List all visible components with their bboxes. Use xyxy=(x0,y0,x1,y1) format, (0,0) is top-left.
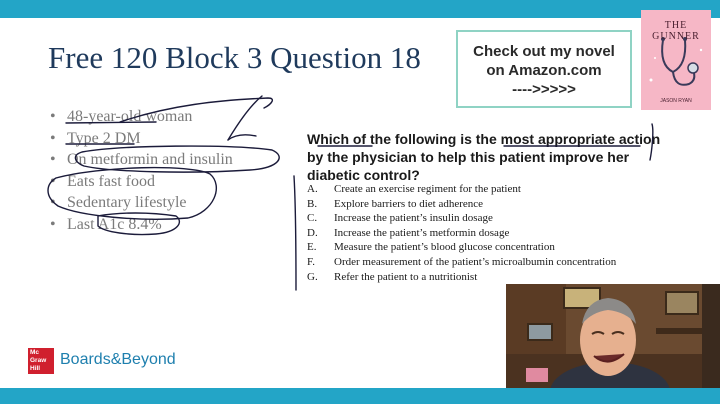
book-author: JASON RYAN xyxy=(660,98,692,104)
choice-letter: A. xyxy=(307,183,318,195)
mark-line: Hill xyxy=(30,365,41,372)
answer-choice[interactable]: F. Order measurement of the patient’s mic… xyxy=(307,255,616,270)
choice-text: Increase the patient’s insulin dosage xyxy=(334,212,493,225)
choice-text: Refer the patient to a nutritionist xyxy=(334,270,478,283)
bullet-text: On metformin and insulin xyxy=(67,151,233,168)
choice-text: Explore barriers to diet adherence xyxy=(334,197,484,210)
choice-text: Measure the patient’s blood glucose conc… xyxy=(334,241,555,254)
bullet-text: Eats fast food xyxy=(67,172,155,190)
choice-text: Order measurement of the patient’s micro… xyxy=(334,255,617,268)
brand-name: Boards&Beyond xyxy=(60,351,176,368)
choice-letter: B. xyxy=(307,197,318,210)
list-item: •Last A1c 8.4% xyxy=(50,215,162,233)
answer-choice[interactable]: B. Explore barriers to diet adherence xyxy=(307,197,616,212)
bottom-accent-bar xyxy=(0,388,720,404)
slide-title: Free 120 Block 3 Question 18 xyxy=(48,40,421,75)
answer-choice[interactable]: E. Measure the patient’s blood glucose co… xyxy=(307,240,616,255)
choice-letter: F. xyxy=(307,255,315,268)
webcam-presenter xyxy=(506,284,720,388)
choice-letter: D. xyxy=(307,226,318,239)
choice-letter: C. xyxy=(307,212,318,225)
mcgraw-hill-mark: Mc Graw Hill xyxy=(28,348,54,374)
choice-letter: E. xyxy=(307,241,317,254)
book-title: THE GUNNER xyxy=(652,20,700,42)
promo-line-2: on Amazon.com xyxy=(486,62,602,79)
answer-choice[interactable]: D. Increase the patient’s metformin dosag… xyxy=(307,226,616,241)
stethoscope-icon xyxy=(649,37,703,86)
bullet-text: 48-year-old woman xyxy=(67,108,193,125)
bullet-text: Last A1c 8.4% xyxy=(67,215,162,233)
answer-choice[interactable]: C. Increase the patient’s insulin dosage xyxy=(307,211,616,226)
novel-promo-box[interactable]: Check out my novel on Amazon.com ---->>>… xyxy=(456,30,632,108)
choice-text: Create an exercise regiment for the pati… xyxy=(334,183,521,195)
top-accent-bar xyxy=(0,0,720,18)
list-item: •Type 2 DM xyxy=(50,129,141,147)
webcam-scene xyxy=(506,284,720,388)
answer-choice[interactable]: A. Create an exercise regiment for the pa… xyxy=(307,182,616,197)
question-stem: Which of the following is the most appro… xyxy=(307,131,661,183)
list-item: •On metformin and insulin xyxy=(50,151,233,168)
bullet-text: Sedentary lifestyle xyxy=(67,194,187,211)
choice-letter: G. xyxy=(307,270,318,283)
promo-line-1: Check out my novel xyxy=(473,43,615,60)
answer-choices: A. Create an exercise regiment for the pa… xyxy=(307,182,616,284)
list-item: •Eats fast food xyxy=(50,172,155,190)
bullet-text: Type 2 DM xyxy=(67,129,141,147)
mark-line: Mc xyxy=(30,349,40,356)
mark-line: Graw xyxy=(30,357,47,364)
choice-text: Increase the patient’s metformin dosage xyxy=(334,226,510,239)
answer-choice[interactable]: G. Refer the patient to a nutritionist xyxy=(307,270,616,285)
patient-facts-list: •48-year-old woman •Type 2 DM •On metfor… xyxy=(50,106,233,235)
list-item: •Sedentary lifestyle xyxy=(50,194,187,211)
list-item: •48-year-old woman xyxy=(50,108,193,125)
promo-line-3: ---->>>>> xyxy=(512,81,576,98)
book-cover[interactable]: THE GUNNER JASON RYAN xyxy=(641,10,711,110)
